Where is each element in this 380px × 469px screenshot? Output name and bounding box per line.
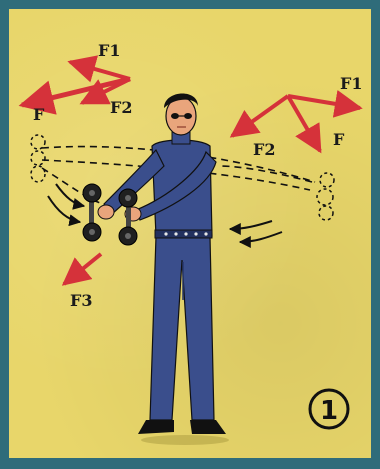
label-f2-right: F2 — [253, 140, 276, 159]
motion-arrow-icon — [230, 221, 272, 229]
force-arrow-icon — [232, 96, 288, 136]
figure-number-badge: 1 — [310, 390, 348, 428]
right-force-diagram: F1 F2 F — [232, 74, 363, 159]
motion-arrow-icon — [56, 184, 84, 206]
left-force-diagram: F1 F F2 — [22, 41, 133, 124]
label-f3: F3 — [70, 291, 93, 310]
label-f1-right: F1 — [340, 74, 363, 93]
f3-force: F3 — [64, 254, 101, 310]
label-f1-left: F1 — [98, 41, 121, 60]
motion-arrow-icon — [48, 196, 80, 222]
label-f-right: F — [333, 130, 345, 149]
force-arrow-icon — [288, 96, 360, 108]
motion-arrow-icon — [240, 232, 282, 242]
man-figure — [98, 93, 229, 445]
left-hand-ghost — [31, 135, 45, 182]
label-f2-left: F2 — [110, 98, 133, 117]
force-arrow-icon — [64, 254, 101, 284]
figure-number: 1 — [320, 396, 338, 426]
motion-arrows-right — [230, 221, 282, 242]
label-f-left: F — [33, 105, 45, 124]
right-hand-ghost — [317, 173, 334, 220]
force-arrow-icon — [288, 96, 320, 151]
motion-arrows-left — [48, 184, 84, 222]
force-arrow-icon — [70, 62, 130, 79]
